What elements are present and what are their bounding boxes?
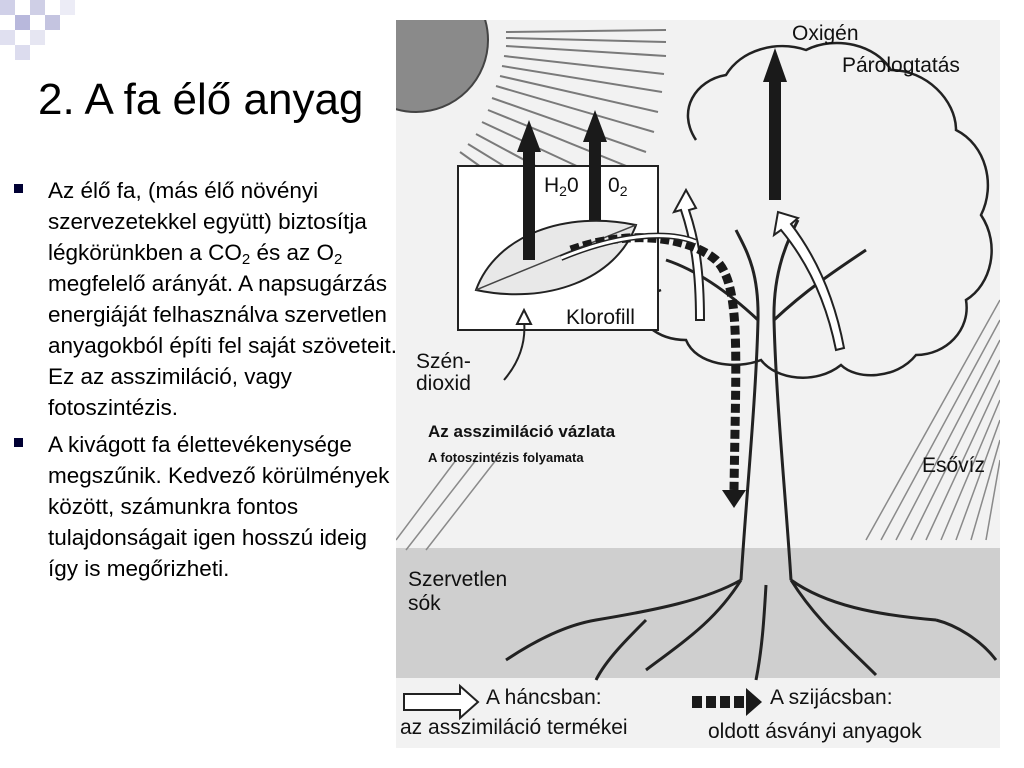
bullet-list: Az élő fa, (más élő növényi szervezetekk…: [10, 175, 400, 590]
co2-arrow: [503, 319, 526, 381]
ground: [396, 548, 1000, 678]
sun-icon: [396, 20, 489, 113]
legend-xylem-desc: oldott ásványi anyagok: [708, 720, 922, 743]
label-co2-line1: Szén-: [416, 350, 471, 373]
bullet-item: A kivágott fa élettevékenysége megszűnik…: [10, 429, 400, 584]
label-salts-line1: Szervetlen: [408, 568, 508, 591]
up-arrows: [517, 48, 787, 260]
label-salts-line2: sók: [408, 592, 441, 615]
tree-trunk: [734, 219, 800, 581]
bullet-square-icon: [14, 438, 23, 447]
xylem-legend-arrow-icon: [692, 688, 762, 716]
corner-decoration: [0, 0, 75, 60]
label-co2-line2: dioxid: [416, 372, 471, 395]
phloem-legend-arrow-icon: [403, 683, 480, 721]
tree-roots: [505, 578, 998, 681]
legend-phloem-title: A háncsban:: [486, 686, 602, 709]
legend-xylem-title: A szijácsban:: [770, 686, 893, 709]
tree-crown: [634, 41, 993, 379]
slide-title: 2. A fa élő anyag: [38, 75, 364, 124]
hollow-arrows: [671, 187, 846, 352]
label-h2o: H20: [544, 174, 579, 199]
label-oxygen: Oxigén: [792, 22, 859, 45]
label-evaporation: Párologtatás: [842, 54, 960, 77]
bullet-item: Az élő fa, (más élő növényi szervezetekk…: [10, 175, 400, 423]
rain-icon: [396, 299, 1000, 551]
assimilation-diagram: Oxigén Párologtatás H20 02 Klorofill Szé…: [396, 20, 1000, 748]
label-chlorophyll: Klorofill: [566, 306, 635, 329]
bullet-square-icon: [14, 184, 23, 193]
legend-phloem-desc: az asszimiláció termékei: [400, 716, 628, 739]
caption-title: Az asszimiláció vázlata: [428, 422, 616, 441]
label-o2: 02: [608, 174, 628, 199]
caption-subtitle: A fotoszintézis folyamata: [428, 450, 584, 465]
label-rain: Esővíz: [922, 454, 986, 477]
